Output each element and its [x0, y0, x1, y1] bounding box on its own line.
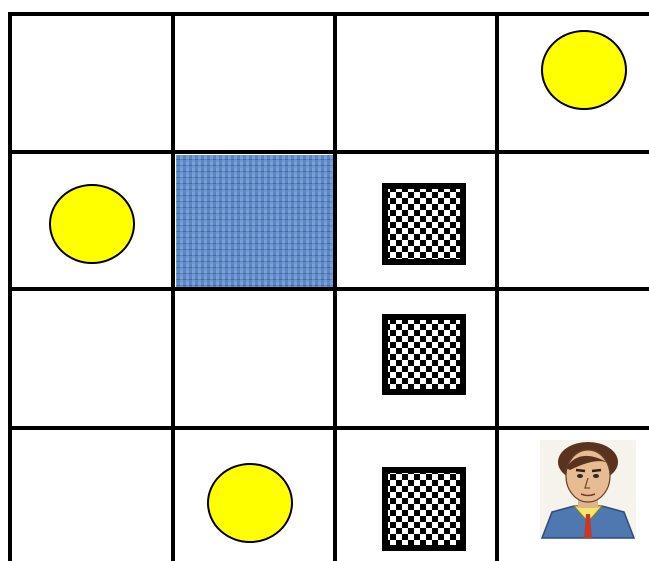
water-tile: [176, 155, 333, 287]
board-cell[interactable]: [335, 14, 497, 152]
board-cell[interactable]: [10, 14, 173, 152]
board-cell[interactable]: [173, 289, 335, 428]
board-cell[interactable]: [497, 152, 649, 289]
board-cell[interactable]: [497, 289, 649, 428]
coin-icon: [50, 185, 134, 263]
coin-icon: [542, 31, 626, 109]
coin-icon: [208, 464, 292, 542]
checkered-block-icon: [382, 183, 466, 265]
board-cell[interactable]: [10, 289, 173, 428]
checkered-block-icon: [382, 314, 466, 395]
board-cell[interactable]: [10, 428, 173, 561]
checkered-block-icon: [382, 467, 466, 551]
board-cell[interactable]: [173, 14, 335, 152]
player-avatar-icon: [540, 440, 636, 538]
